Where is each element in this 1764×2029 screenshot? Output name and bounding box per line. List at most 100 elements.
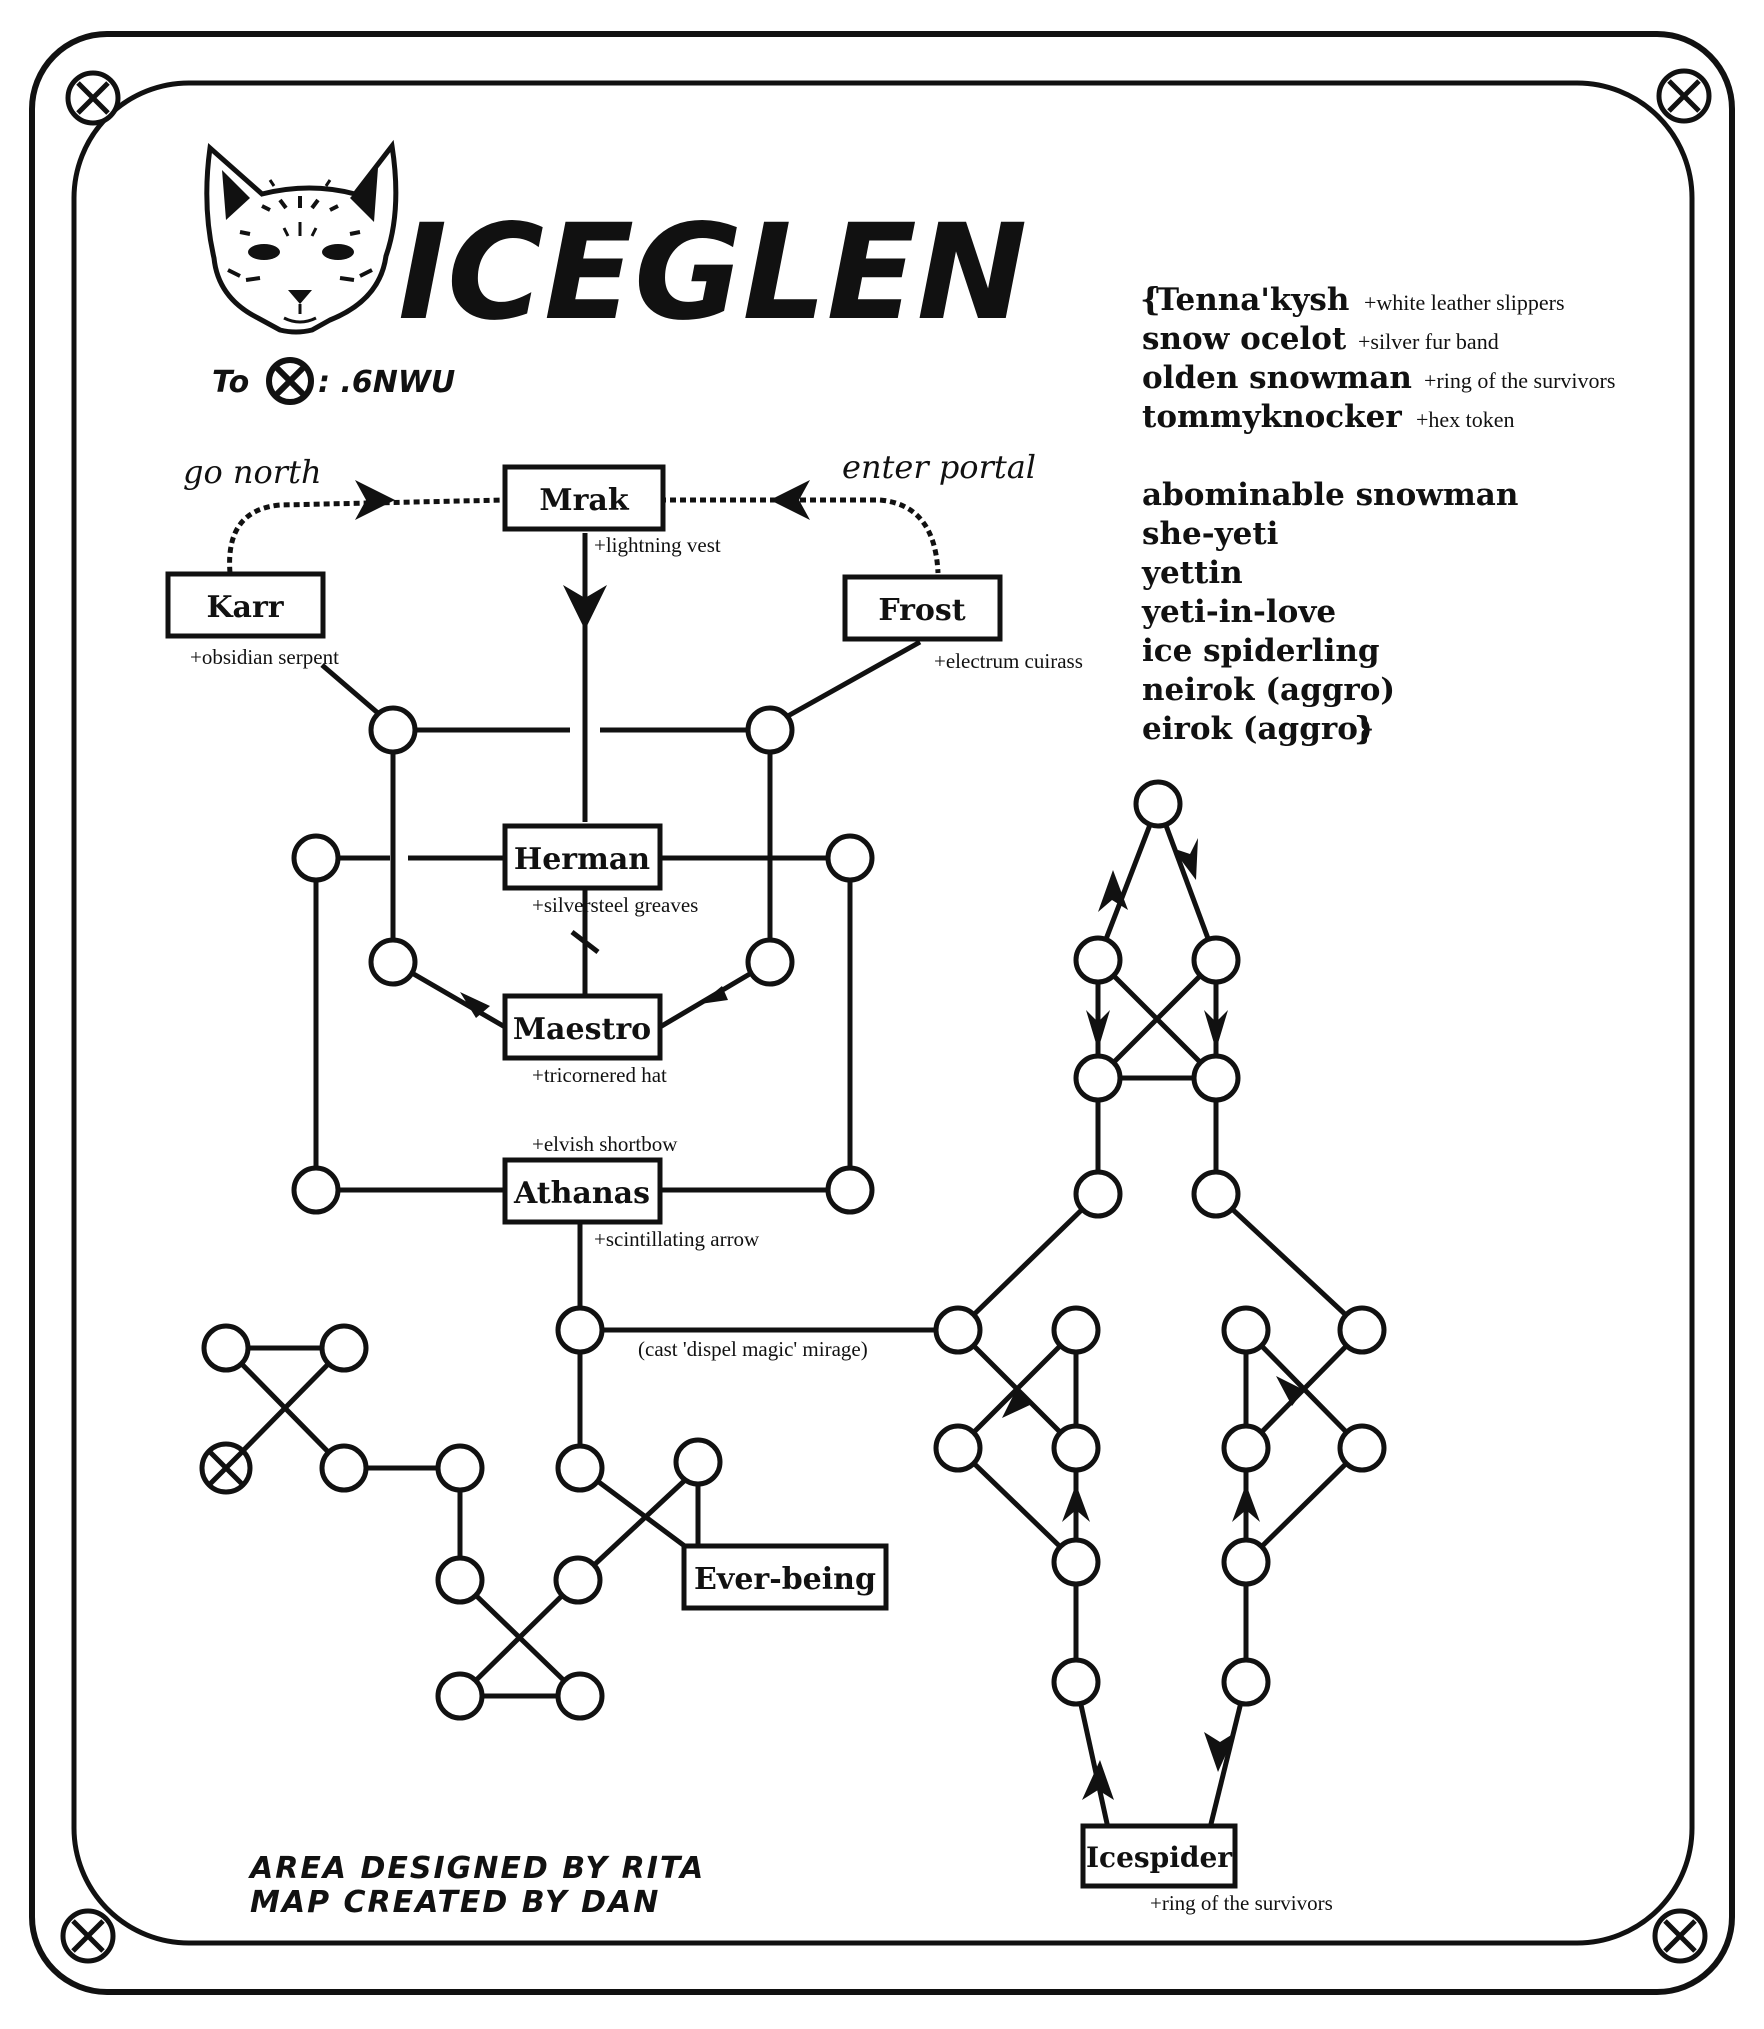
room-node [319,1443,369,1493]
corner-screw-icon [1655,1911,1705,1961]
room-node [291,1165,341,1215]
legend-brace-open: { [1140,280,1161,318]
room-node [1073,1053,1123,1103]
item-note-athanas-above: +elvish shortbow [532,1132,678,1156]
room-node [291,833,341,883]
room-box-mrak [502,464,666,532]
room-node [933,1305,983,1355]
legend-named-item: +silver fur band [1358,329,1499,354]
map-connections [224,497,1364,1829]
room-name-icespider: Icespider [1086,1841,1233,1874]
room-box-icespider [1080,1823,1238,1889]
room-box-herman [502,823,663,891]
room-node [1051,1537,1101,1587]
x-circle-marker-icon [266,357,314,405]
room-node [435,1555,485,1605]
room-box-everbeing [681,1543,889,1611]
exit-label-north: go north [183,453,322,491]
room-node [555,1305,605,1355]
room-node [1337,1305,1387,1355]
room-nodes [201,705,1387,1721]
item-note-icespider: +ring of the survivors [1150,1891,1333,1915]
legend-named-name: Tenna'kysh [1156,282,1349,318]
room-name-herman: Herman [514,842,650,877]
item-note-athanas-below: +scintillating arrow [594,1227,760,1251]
item-note-maestro: +tricornered hat [532,1063,667,1087]
room-name-karr: Karr [206,590,284,625]
legend-monster: abominable snowman [1142,477,1518,513]
room-node [1051,1423,1101,1473]
directions-prefix: To [212,365,249,400]
mirage-note: (cast 'dispel magic' mirage) [638,1337,868,1361]
legend-named-item: +ring of the survivors [1424,368,1615,393]
legend-monster: neirok (aggro) [1142,672,1395,708]
room-node [319,1323,369,1373]
room-node [1073,1169,1123,1219]
room-box-karr [165,571,326,639]
corner-screw-icon [63,1911,113,1961]
legend: { Tenna'kysh +white leather slippers sno… [1140,280,1615,747]
room-node [555,1671,605,1721]
room-node [1051,1657,1101,1707]
cat-head-logo [204,139,399,335]
item-note-mrak: +lightning vest [594,533,721,557]
directions-suffix: : .6NWU [318,365,455,400]
room-node [745,937,795,987]
item-note-karr: +obsidian serpent [190,645,339,669]
room-node [933,1423,983,1473]
legend-named-item: +hex token [1416,407,1515,432]
room-node [555,1443,605,1493]
room-box-frost [842,574,1003,642]
room-node [745,705,795,755]
room-node [553,1555,603,1605]
room-node [368,937,418,987]
room-node [1133,779,1183,829]
room-node [1221,1657,1271,1707]
room-node [435,1671,485,1721]
room-node [1221,1537,1271,1587]
room-node [1191,1169,1241,1219]
direction-arrows [355,480,1304,1800]
room-node [1073,935,1123,985]
item-note-frost: +electrum cuirass [934,649,1083,673]
room-name-mrak: Mrak [539,483,629,518]
room-node [201,1323,251,1373]
room-name-maestro: Maestro [513,1012,651,1047]
area-title: ICEGLEN [398,196,1027,350]
legend-monster: yeti-in-love [1141,594,1336,630]
room-node [1337,1423,1387,1473]
room-name-athanas: Athanas [513,1176,650,1211]
legend-named-name: olden snowman [1142,360,1412,396]
room-node [1221,1423,1271,1473]
entrance-x-marker-icon [199,1441,253,1495]
room-box-maestro [502,993,663,1061]
legend-monster: she-yeti [1142,516,1278,552]
inner-frame [71,80,1695,1946]
corner-screw-icon [1659,71,1709,121]
room-node [1221,1305,1271,1355]
corner-screw-icon [68,73,118,123]
legend-monster: yettin [1141,555,1243,591]
room-name-everbeing: Ever-being [694,1562,876,1597]
legend-monster: eirok (aggro) [1142,711,1373,747]
room-node [1191,935,1241,985]
room-node [825,1165,875,1215]
credit-designer: AREA DESIGNED BY RITA [248,1851,705,1886]
legend-named-name: tommyknocker [1142,399,1402,435]
room-name-frost: Frost [878,593,965,628]
item-note-herman: +silversteel greaves [532,893,698,917]
legend-brace-close: } [1354,709,1375,747]
credit-mapper: MAP CREATED BY DAN [250,1885,660,1920]
exit-label-portal: enter portal [842,448,1036,486]
legend-named-item: +white leather slippers [1364,290,1565,315]
legend-named-name: snow ocelot [1142,321,1347,357]
room-node [673,1437,723,1487]
room-node [435,1443,485,1493]
room-box-athanas [502,1157,663,1225]
room-node [1051,1305,1101,1355]
named-rooms [165,464,1238,1889]
room-node [825,833,875,883]
room-node [1191,1053,1241,1103]
room-node [368,705,418,755]
